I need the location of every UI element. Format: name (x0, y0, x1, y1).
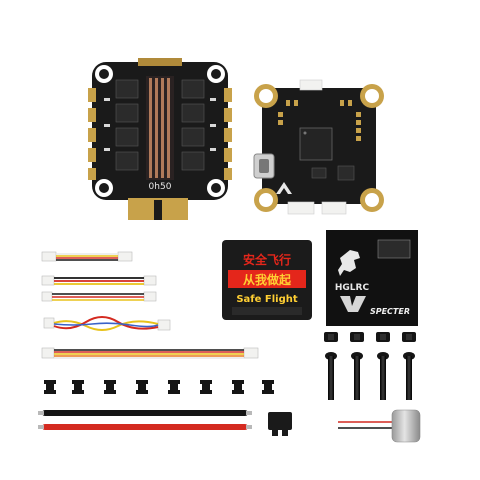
esc-center-traces (146, 76, 174, 180)
sticker-line-1: 安全飞行 (243, 252, 291, 267)
fc-bottom-connector-right (321, 201, 347, 215)
esc-header-pins (138, 58, 182, 66)
sticker-product: SPECTER (370, 307, 410, 316)
sticker-line-2: 从我做起 (243, 272, 292, 287)
power-lead-wires (38, 410, 252, 430)
esc-smd-parts (104, 98, 216, 151)
mounting-screws (325, 352, 415, 400)
cable-harness-2 (41, 275, 157, 286)
esc-label: 0h50 (149, 182, 172, 192)
cable-twisted (43, 316, 171, 331)
hglrc-logo-icon (340, 296, 366, 312)
sticker-hglrc: HGLRC SPECTER (326, 230, 418, 326)
fc-side-pads (278, 100, 361, 141)
fc-arrow-marker (276, 182, 292, 194)
fc-gyro-chip (337, 165, 355, 181)
capacitor (338, 409, 421, 443)
nylon-nuts (324, 332, 416, 342)
cable-ribbon (41, 347, 259, 359)
fc-bottom-connector-left (287, 201, 315, 215)
sticker-safe-flight: 安全飞行 从我做起 Safe Flight (222, 240, 312, 320)
flight-controller-board (253, 79, 384, 215)
cable-harness-1 (41, 251, 133, 262)
fc-top-connector (299, 79, 323, 91)
xt60-connector (268, 412, 292, 436)
esc-side-pads (88, 88, 232, 180)
esc-mosfets (115, 79, 205, 171)
dinosaur-icon (338, 250, 360, 276)
sticker-line-3: Safe Flight (236, 294, 298, 305)
fc-osd-chip (311, 167, 327, 179)
rubber-grommets (44, 380, 274, 394)
sticker-red-band (228, 270, 306, 288)
fc-mount-rings (254, 84, 384, 212)
esc-board: 0h50 (88, 58, 232, 220)
cable-harness-3 (41, 291, 157, 302)
sticker-brand: HGLRC (335, 283, 370, 293)
esc-mount-holes (95, 65, 225, 197)
